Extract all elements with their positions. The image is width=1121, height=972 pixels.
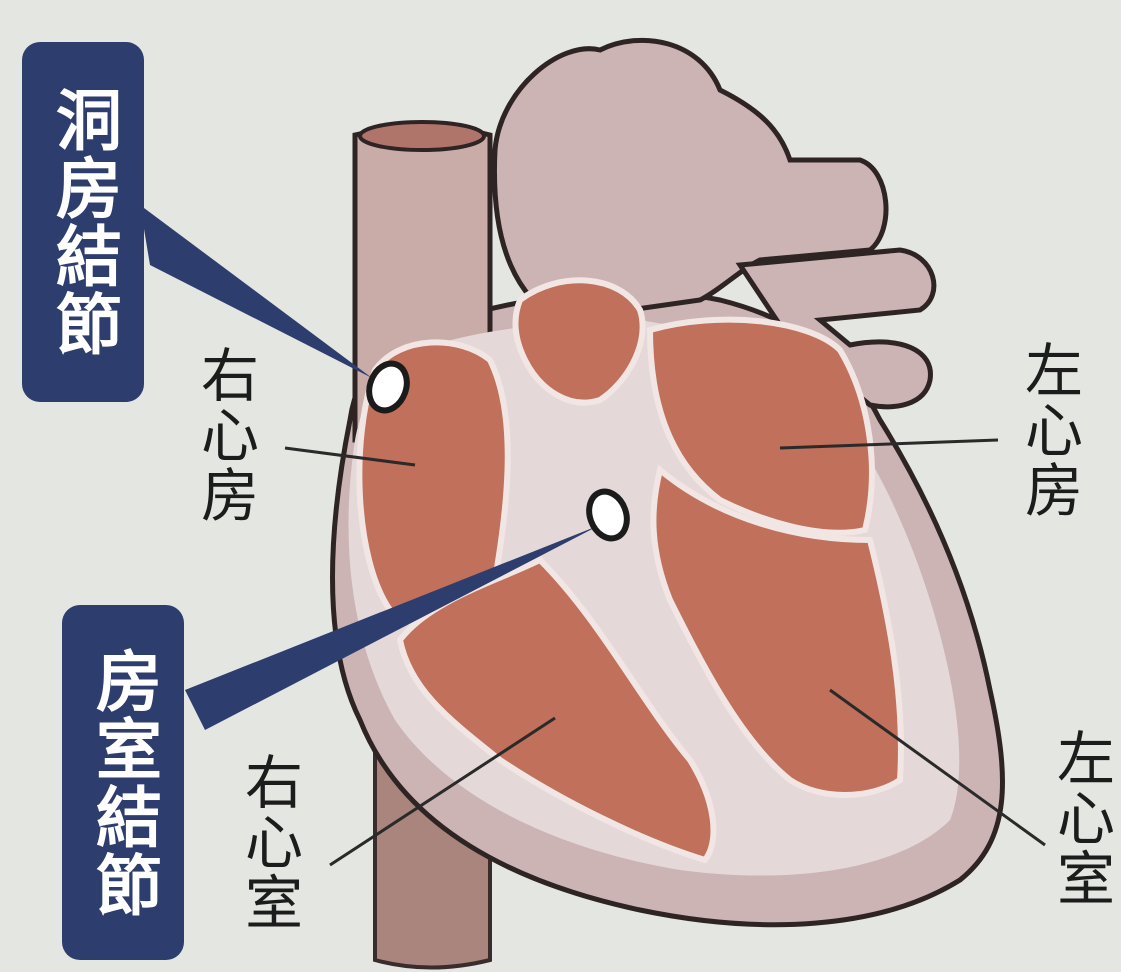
left-atrium-label: 左心房 (1020, 340, 1078, 520)
av-node-label: 房室結節 (62, 605, 184, 960)
right-atrium-label: 右心房 (196, 345, 254, 525)
left-ventricle-label: 左心室 (1052, 728, 1110, 908)
right-ventricle-label: 右心室 (240, 752, 298, 932)
vena-cava-opening (360, 122, 484, 150)
sa-node-label: 洞房結節 (22, 42, 144, 402)
